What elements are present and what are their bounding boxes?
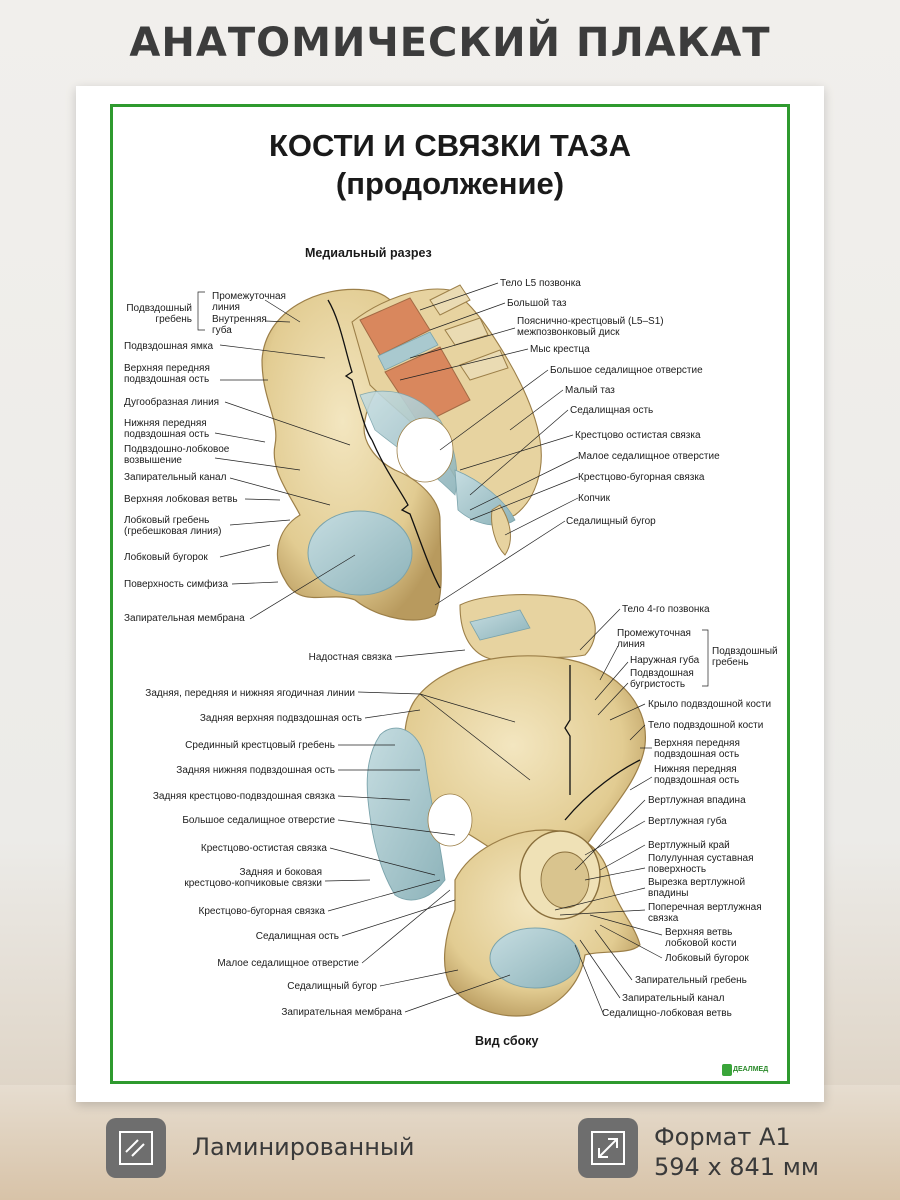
label-obturator-membrane-lateral: Запирательная мембрана: [281, 1007, 402, 1018]
label-acetabular-margin: Вертлужный край: [648, 840, 730, 851]
label-piis: Задняя нижняя подвздошная ость: [176, 765, 335, 776]
lateral-view-drawing: [366, 594, 646, 1017]
label-ischial-spine-medial: Седалищная ость: [570, 405, 654, 416]
label-pecten-pubis: Лобковый гребень (гребешковая линия): [124, 515, 222, 537]
label-ischial-tuberosity-medial: Седалищный бугор: [566, 516, 656, 527]
poster-title-line1: КОСТИ И СВЯЗКИ ТАЗА: [268, 128, 632, 163]
label-iliac-body: Тело подвздошной кости: [648, 720, 764, 731]
label-ischial-spine-lateral: Седалищная ость: [255, 931, 339, 942]
medial-section-drawing: [261, 284, 542, 621]
label-superior-pubic-ramus: Верхняя лобковая ветвь: [124, 494, 238, 505]
label-obturator-canal-lateral: Запирательный канал: [622, 993, 725, 1004]
lateral-right-leaders: [554, 608, 709, 1014]
label-arcuate-line: Дугообразная линия: [124, 397, 220, 408]
label-iliac-fossa: Подвздошная ямка: [124, 341, 214, 352]
label-acetabular-notch: Вырезка вертлужной впадины: [648, 877, 746, 899]
label-sacrotuberous-ligament-lateral: Крестцово-бугорная связка: [198, 906, 326, 917]
label-iliac-wing: Крыло подвздошной кости: [648, 699, 772, 710]
label-obturator-crest: Запирательный гребень: [635, 975, 747, 986]
label-iliac-crest-medial: Подвздошный гребень: [126, 303, 192, 325]
label-iliopubic-eminence: Подвздошно-лобковое возвышение: [124, 444, 230, 466]
label-symphyseal-surface: Поверхность симфиза: [124, 579, 229, 590]
label-ischial-tuberosity-lateral: Седалищный бугор: [287, 981, 377, 992]
brand-logo-icon: [722, 1064, 732, 1076]
poster-frame: [110, 104, 790, 1084]
expand-icon: [578, 1118, 638, 1178]
label-pubic-tubercle-medial: Лобковый бугорок: [124, 552, 208, 563]
label-inner-lip: Внутренняя губа: [212, 314, 267, 336]
label-aiis-lateral: Нижняя передняя подвздошная ость: [654, 764, 740, 786]
laminate-icon: [106, 1118, 166, 1178]
label-psis: Задняя верхняя подвздошная ость: [199, 713, 362, 724]
label-asis-lateral: Верхняя передняя подвздошная ость: [654, 738, 740, 760]
label-greater-sciatic-foramen-lateral: Большое седалищное отверстие: [182, 815, 335, 826]
page-header-title: АНАТОМИЧЕСКИЙ ПЛАКАТ: [129, 20, 771, 66]
label-acetabulum: Вертлужная впадина: [648, 795, 746, 806]
label-pubic-tubercle-lateral: Лобковый бугорок: [665, 953, 749, 964]
label-transverse-acetabular-ligament: Поперечная вертлужная связка: [648, 902, 762, 924]
label-intermediate-line-lateral: Промежуточная линия: [617, 628, 691, 650]
label-acetabular-labrum: Вертлужная губа: [648, 816, 727, 827]
label-greater-sciatic-foramen-medial: Большое седалищное отверстие: [550, 365, 703, 376]
medial-disc: [377, 331, 439, 371]
label-aiis-medial: Нижняя передняя подвздошная ость: [124, 418, 210, 440]
poster-title-line2: (продолжение): [335, 166, 565, 201]
label-outer-lip: Наружная губа: [630, 655, 700, 666]
brand-name: ДЕАЛМЕД: [733, 1066, 769, 1073]
label-ischiopubic-ramus: Седалищно-лобковая ветвь: [602, 1008, 732, 1019]
label-greater-pelvis: Большой таз: [507, 298, 567, 309]
lateral-sacral-ligaments: [366, 727, 446, 901]
label-l4-body: Тело 4-го позвонка: [622, 604, 710, 615]
label-obturator-membrane-medial: Запирательная мембрана: [124, 613, 245, 624]
feature-laminated-text: Ламинированный: [192, 1133, 415, 1161]
label-gluteal-lines: Задняя, передняя и нижняя ягодичная лини…: [145, 688, 355, 699]
label-obturator-canal-medial: Запирательный канал: [124, 472, 227, 483]
section-label-medial: Медиальный разрез: [305, 246, 432, 260]
label-coccyx: Копчик: [578, 493, 610, 504]
label-median-sacral-crest: Срединный крестцовый гребень: [185, 740, 335, 751]
feature-format-text: Формат А1 594 x 841 мм: [654, 1123, 819, 1181]
medial-left-leaders: [197, 291, 356, 620]
label-lesser-sciatic-foramen-medial: Малое седалищное отверстие: [578, 451, 720, 462]
label-intermediate-line-medial: Промежуточная линия: [212, 291, 286, 313]
label-posterior-sacroiliac-ligament: Задняя крестцово-подвздошная связка: [152, 791, 335, 802]
poster-title: КОСТИ И СВЯЗКИ ТАЗА (продолжение): [110, 127, 790, 203]
label-sacrococcygeal-ligaments: Задняя и боковая крестцово-копчиковые св…: [184, 867, 322, 889]
label-sacrospinous-ligament-medial: Крестцово остистая связка: [575, 430, 701, 441]
label-supraspinous-ligament: Надостная связка: [308, 652, 392, 663]
section-label-lateral: Вид сбоку: [475, 1034, 539, 1048]
label-lunate-surface: Полулунная суставная поверхность: [648, 853, 754, 875]
label-l5-body: Тело L5 позвонка: [500, 278, 581, 289]
lateral-left-leaders: [324, 649, 531, 1013]
lateral-obturator-membrane: [489, 927, 581, 989]
label-iliac-crest-lateral: Подвздошный гребень: [712, 646, 778, 668]
label-asis-medial: Верхняя передняя подвздошная ость: [124, 363, 210, 385]
label-sacrotuberous-ligament-medial: Крестцово-бугорная связка: [578, 472, 705, 483]
label-iliac-tuberosity: Подвздошная бугристость: [630, 668, 694, 690]
label-sacral-promontory: Мыс крестца: [530, 344, 590, 355]
medial-obturator-membrane: [307, 510, 413, 596]
label-lumbosacral-disc: Пояснично-крестцовый (L5–S1) межпозвонко…: [517, 316, 664, 338]
label-lesser-pelvis: Малый таз: [565, 385, 615, 396]
label-lesser-sciatic-foramen-lateral: Малое седалищное отверстие: [217, 958, 359, 969]
medial-right-leaders: [399, 282, 579, 606]
label-superior-pubic-ramus-lateral: Верхняя ветвь лобковой кости: [665, 927, 737, 949]
label-sacrospinous-ligament-lateral: Крестцово-остистая связка: [200, 843, 327, 854]
